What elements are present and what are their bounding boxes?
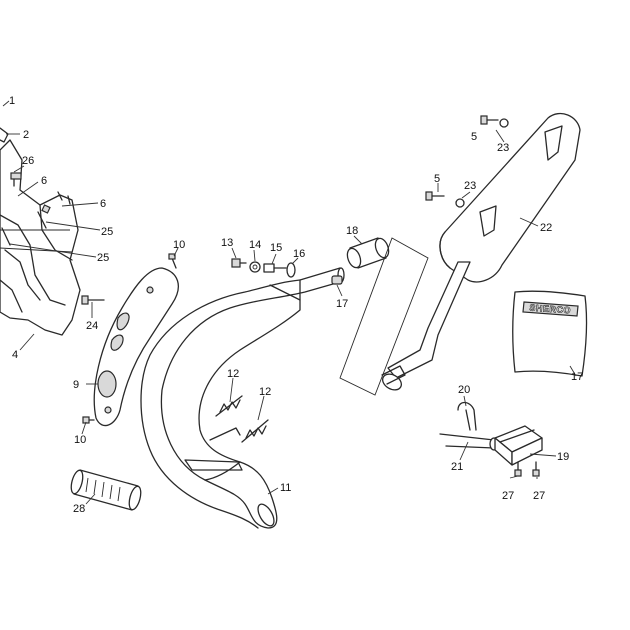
screw-10a <box>168 253 177 269</box>
callout-6b: 6 <box>100 198 106 210</box>
rubber-coupler <box>346 237 390 269</box>
callout-1: 1 <box>9 95 15 107</box>
callout-16: 16 <box>293 248 305 260</box>
callout-4: 4 <box>12 349 18 361</box>
callout-19: 19 <box>557 451 569 463</box>
callout-18: 18 <box>346 225 358 237</box>
callout-13: 13 <box>221 237 233 249</box>
bolt-26 <box>10 172 22 187</box>
nut-17 <box>331 275 343 285</box>
spring-12a <box>215 395 243 417</box>
callout-10a: 10 <box>173 239 185 251</box>
callout-26: 26 <box>22 155 34 167</box>
brand-label: SHERCO <box>529 303 571 316</box>
bolt-25b <box>1 227 11 246</box>
silencer-sleeve <box>70 469 142 511</box>
spacer-15 <box>263 263 287 273</box>
callout-15: 15 <box>270 242 282 254</box>
callout-10b: 10 <box>74 434 86 446</box>
bolt-5b <box>425 191 465 208</box>
callout-23b: 23 <box>464 180 476 192</box>
callout-5b: 5 <box>434 173 440 185</box>
callout-12b: 12 <box>259 386 271 398</box>
callout-5a: 5 <box>471 131 477 143</box>
spring-12b <box>241 419 269 443</box>
callout-23a: 23 <box>497 142 509 154</box>
callout-20: 20 <box>458 384 470 396</box>
brand-sticker: SHERCO <box>512 290 588 377</box>
silencer-outline-box <box>339 237 429 396</box>
bolt-25a <box>37 204 51 229</box>
callout-6a: 6 <box>41 175 47 187</box>
washer-14 <box>249 261 261 273</box>
callout-21: 21 <box>451 461 463 473</box>
callout-2: 2 <box>23 129 29 141</box>
expansion-chamber <box>140 267 345 529</box>
callout-24: 24 <box>86 320 98 332</box>
frame-assembly <box>0 127 81 336</box>
callout-25b: 25 <box>97 252 109 264</box>
callout-17a: 17 <box>336 298 348 310</box>
heat-shield <box>93 267 179 427</box>
callout-27b: 27 <box>533 490 545 502</box>
callout-17b: 17 <box>571 371 583 383</box>
bolt-5a <box>480 115 509 128</box>
breather-valve <box>494 425 543 466</box>
callout-11: 11 <box>280 482 291 494</box>
screw-10b <box>82 416 95 424</box>
callout-27a: 27 <box>502 490 514 502</box>
bolt-24 <box>81 295 105 305</box>
screw-27b <box>532 461 540 477</box>
callout-labels: 1 2 26 6 6 25 25 24 4 10 9 10 28 13 14 1… <box>9 95 583 515</box>
callout-14: 14 <box>249 239 261 251</box>
callout-22: 22 <box>540 222 552 234</box>
leader-lines <box>2 100 577 505</box>
callout-28: 28 <box>73 503 85 515</box>
callout-25a: 25 <box>101 226 113 238</box>
washer-16 <box>286 262 296 278</box>
breather-tube <box>439 401 499 451</box>
callout-12a: 12 <box>227 368 239 380</box>
silencer <box>381 113 581 391</box>
screw-27a <box>514 461 522 477</box>
callout-9: 9 <box>73 379 79 391</box>
bolt-13 <box>231 258 247 268</box>
